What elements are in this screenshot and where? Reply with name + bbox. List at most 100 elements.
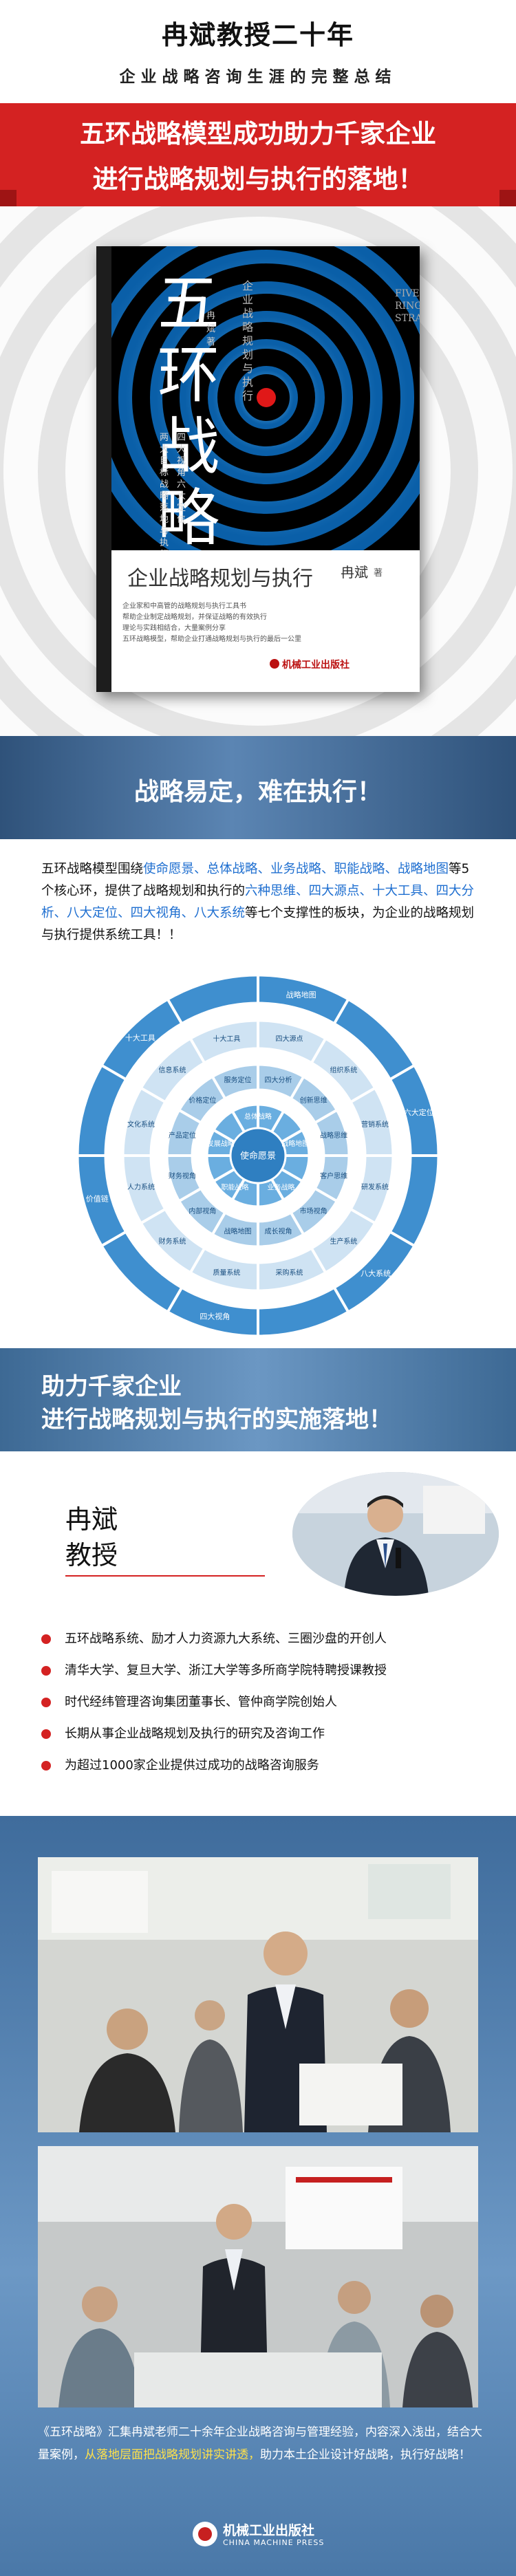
- classroom-photo-2: [38, 2146, 478, 2407]
- wheel-ring3-label: 营销系统: [361, 1120, 389, 1129]
- red-banner-line2: 进行战略规划与执行的落地！: [92, 164, 424, 194]
- caption-text: 助力本土企业设计好战略，执行好战略！: [260, 2448, 471, 2462]
- intro-text: 等5个核心环，提供了战略规划和执行的: [41, 862, 470, 898]
- profile-item-text: 清华大学、复旦大学、浙江大学等多所商学院特聘授课教授: [65, 1663, 387, 1678]
- wheel-outer-label: 四大视角: [200, 1312, 230, 1321]
- wheel-ring2-label: 战略地图: [224, 1227, 251, 1236]
- wheel-ring3-label: 人力系统: [127, 1182, 155, 1191]
- book-vertical-line1: 两大目标 战略落地与执行: [160, 433, 169, 550]
- wheel-spoke: [270, 999, 350, 1133]
- bullet-dot: [41, 1698, 51, 1707]
- wheel-ring1-label: 业务战略: [268, 1183, 295, 1192]
- wheel-ring2-label: 财务视角: [169, 1171, 196, 1180]
- book-spine: [96, 246, 111, 692]
- intro-section: 五环战略模型围绕使命愿景、总体战略、业务战略、职能战略、战略地图等5个核心环，提…: [0, 839, 516, 1348]
- wheel-ring1-label: 职能战略: [221, 1183, 248, 1192]
- header: 冉斌教授二十年 企业战略咨询生涯的完整总结: [0, 0, 516, 103]
- wheel-ring2-label: 创新思维: [300, 1096, 327, 1105]
- wheel-ring3-label: 信息系统: [159, 1065, 186, 1074]
- wheel-ring2-label: 客户思维: [320, 1171, 347, 1180]
- publisher-mark-icon: [193, 2522, 217, 2546]
- wheel-center-label: 使命愿景: [240, 1151, 276, 1162]
- book-vertical-line2: 四大视角 六大定位: [177, 433, 186, 525]
- wheel-spoke: [166, 1178, 246, 1312]
- book-title-lower: 战略: [158, 411, 219, 551]
- bullet-dot: [41, 1634, 51, 1644]
- book-bullet: 帮助企业制定战略规划，并保证战略的有效执行: [122, 614, 267, 621]
- wheel-ring1-label: 发展战略: [207, 1139, 235, 1148]
- classroom-photo-1: [38, 1857, 478, 2132]
- wheel-outer-label: 价值链: [86, 1193, 109, 1203]
- profile-item: 为超过1000家企业提供过成功的战略咨询服务: [41, 1750, 495, 1782]
- five-ring-wheel: 使命愿景总体战略战略地图业务战略职能战略发展战略四大分析创新思维战略思维客户思维…: [76, 974, 440, 1337]
- profile-item-text: 时代经纬管理咨询集团董事长、管仲商学院创始人: [65, 1695, 337, 1709]
- wheel-ring3-label: 质量系统: [213, 1268, 240, 1277]
- book-bullets: 企业家和中高管的战略规划与执行工具书 帮助企业制定战略规划，并保证战略的有效执行…: [122, 601, 329, 645]
- wheel-outer-label: 战略地图: [286, 990, 316, 999]
- banner-implementation: 助力千家企业 进行战略规划与执行的实施落地！: [0, 1348, 516, 1451]
- intro-text: 五环战略模型围绕: [41, 862, 144, 876]
- wheel-ring3-label: 生产系统: [330, 1237, 357, 1246]
- wheel-ring3-label: 四大源点: [276, 1034, 303, 1043]
- red-banner: 五环战略模型成功助力千家企业 进行战略规划与执行的落地！: [0, 103, 516, 206]
- wheel-ring2-label: 服务定位: [224, 1075, 251, 1084]
- book-cover-author: 冉斌: [341, 564, 368, 581]
- book-spine-subtitle: 企业战略规划与执行: [242, 279, 254, 402]
- wheel-ring3-label: 文化系统: [127, 1120, 155, 1129]
- profile-section: 冉斌 教授 五环战略系统、励才人力资源九大系统、三圈沙盘的开创人 清华大学、复旦…: [0, 1451, 516, 1816]
- wheel-ring2-label: 内部视角: [189, 1206, 216, 1215]
- book-bullet: 五环战略模型，帮助企业打通战略规划与执行的最后一公里: [122, 636, 301, 643]
- banner-execution: 战略易定，难在执行！: [0, 736, 516, 839]
- banner-corner: [499, 190, 516, 206]
- profile-item-text: 长期从事企业战略规划及执行的研究及咨询工作: [65, 1727, 325, 1741]
- profile-title: 教授: [65, 1540, 118, 1570]
- wheel-outer-label: 八大系统: [361, 1268, 391, 1278]
- profile-name: 冉斌: [65, 1504, 118, 1535]
- banner-corner: [0, 190, 17, 206]
- wheel-ring1-label: 总体战略: [244, 1112, 272, 1121]
- wheel-ring1-label: 战略地图: [281, 1139, 309, 1148]
- wheel-ring3-label: 十大工具: [213, 1034, 240, 1043]
- profile-item-text: 五环战略系统、励才人力资源九大系统、三圈沙盘的开创人: [65, 1632, 387, 1646]
- intro-highlight: 六种思维、四大源点、十大工具、四大分析、八大定位、四大视角、八大系统: [41, 884, 475, 920]
- profile-list: 五环战略系统、励才人力资源九大系统、三圈沙盘的开创人 清华大学、复旦大学、浙江大…: [41, 1623, 495, 1782]
- profile-item-text: 为超过1000家企业提供过成功的战略咨询服务: [65, 1758, 319, 1773]
- intro-paragraph: 五环战略模型围绕使命愿景、总体战略、业务战略、职能战略、战略地图等5个核心环，提…: [41, 858, 482, 946]
- book-author-small: 冉斌 著: [206, 311, 216, 347]
- photos-caption: 《五环战略》汇集冉斌老师二十余年企业战略咨询与管理经验，内容深入浅出，结合大量案…: [38, 2421, 485, 2467]
- wheel-spoke: [281, 1064, 415, 1143]
- photos-section: 《五环战略》汇集冉斌老师二十余年企业战略咨询与管理经验，内容深入浅出，结合大量案…: [0, 1816, 516, 2576]
- wheel-ring2-label: 产品定位: [169, 1131, 196, 1140]
- wheel-ring2-label: 市场视角: [300, 1206, 327, 1215]
- target-rings: [111, 246, 420, 550]
- wheel-ring2-label: 成长视角: [265, 1227, 292, 1236]
- wheel-spoke: [281, 1168, 415, 1247]
- wheel-ring3-label: 采购系统: [276, 1268, 303, 1277]
- intro-text: 等七个支撑性的板块，为企业的战略规划与执行提供系统工具！！: [41, 906, 475, 942]
- portrait-photo: [292, 1472, 499, 1596]
- banner-implementation-line2: 进行战略规划与执行的实施落地！: [41, 1406, 392, 1433]
- wheel-ring2-label: 战略思维: [320, 1131, 347, 1140]
- red-dot: [257, 388, 276, 407]
- red-banner-line1: 五环战略模型成功助力千家企业: [80, 118, 436, 149]
- book-bullet: 企业家和中高管的战略规划与执行工具书: [122, 603, 246, 610]
- wheel-ring3-label: 财务系统: [159, 1237, 186, 1246]
- banner-execution-text: 战略易定，难在执行！: [133, 777, 382, 806]
- publisher-name-cn: 机械工业出版社: [223, 2523, 315, 2538]
- caption-highlight: 从落地层面把战略规划讲实讲透，: [85, 2448, 260, 2462]
- wheel-ring2-label: 价格定位: [189, 1096, 216, 1105]
- book-cover-title: 企业战略规划与执行: [127, 567, 313, 591]
- wheel-outer-label: 六大定位: [404, 1107, 434, 1117]
- wheel-outer-label: 十大工具: [125, 1033, 155, 1043]
- banner-implementation-line1: 助力千家企业: [41, 1373, 182, 1400]
- publisher-name-en: CHINA MACHINE PRESS: [223, 2538, 325, 2547]
- wheel-ring3-label: 组织系统: [330, 1065, 357, 1074]
- book-cover-author-suffix: 著: [374, 568, 383, 578]
- book-bullet: 理论与实践相结合，大量案例分享: [122, 625, 226, 632]
- wheel-ring2-label: 四大分析: [265, 1075, 292, 1084]
- wheel-spoke: [166, 999, 246, 1133]
